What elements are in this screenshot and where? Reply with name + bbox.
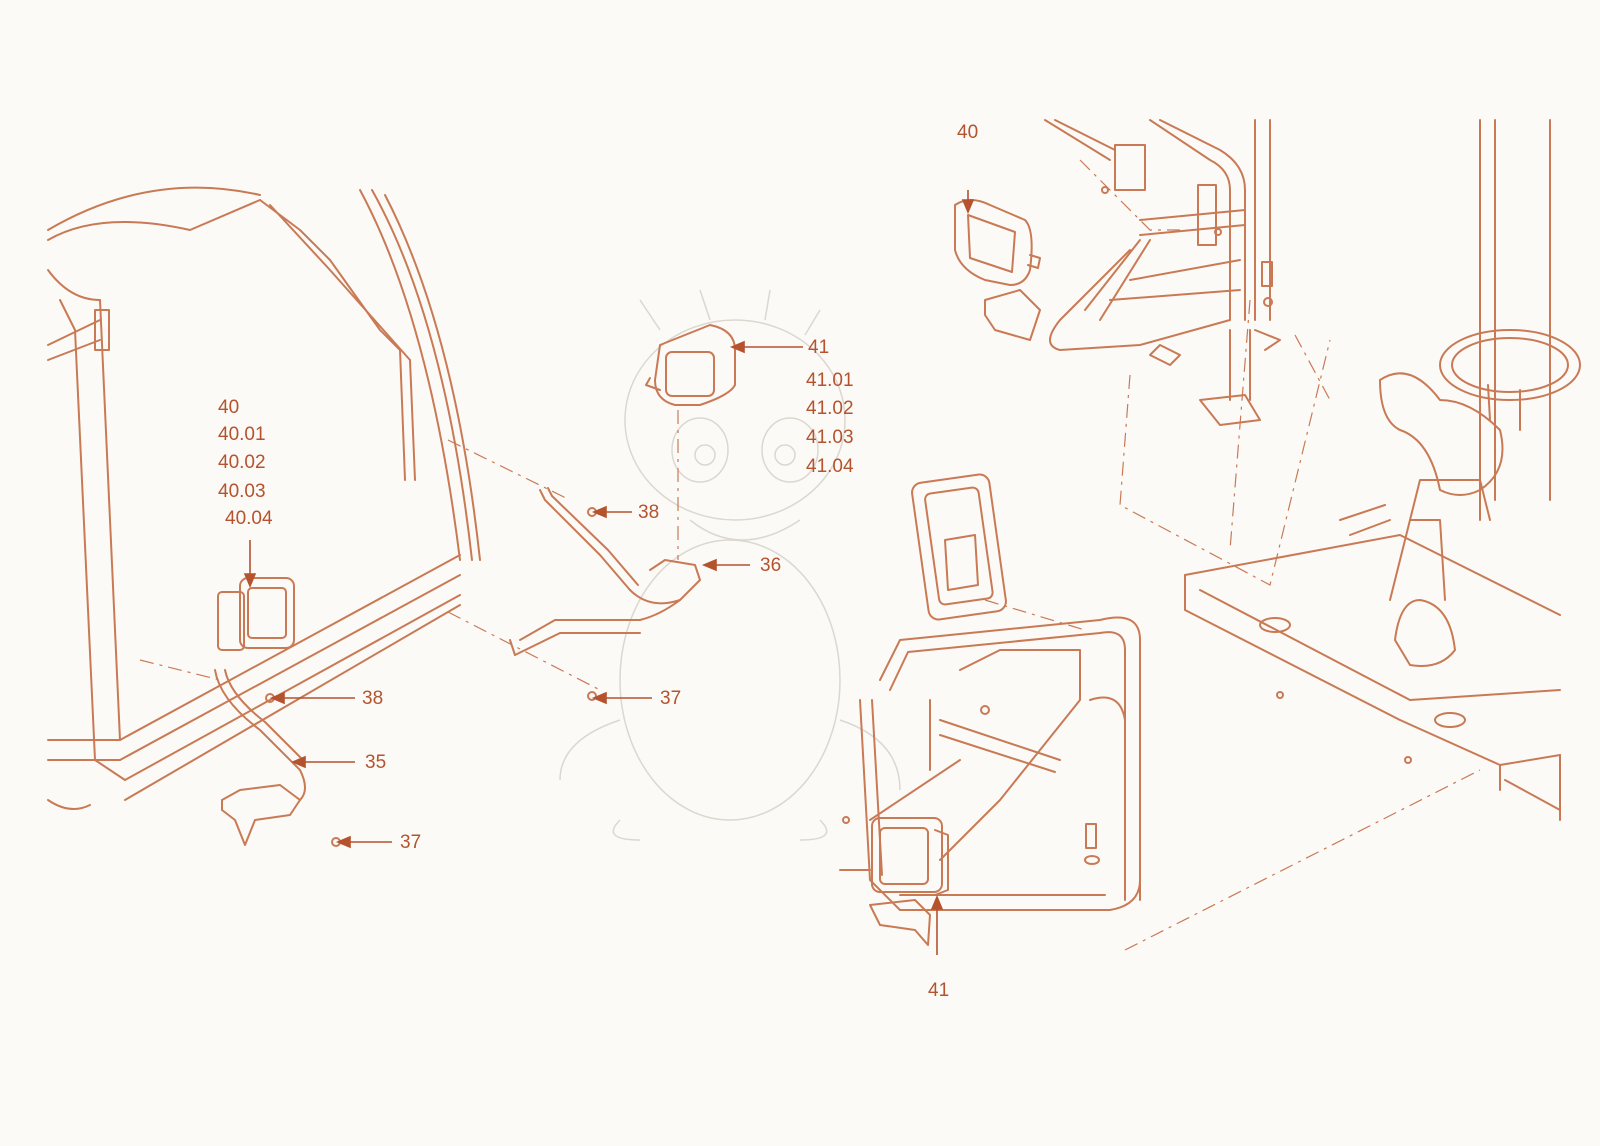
callout-37-middle: 37 xyxy=(660,688,682,709)
callout-40-right: 40 xyxy=(957,122,979,143)
callout-40: 40 xyxy=(218,397,240,418)
frame-center xyxy=(839,616,1141,911)
cab-floor-right xyxy=(1184,119,1581,821)
callout-35: 35 xyxy=(365,752,387,773)
callout-40-04: 40.04 xyxy=(225,508,273,529)
callout-40-02: 40.02 xyxy=(218,452,266,473)
callout-40-03: 40.03 xyxy=(218,481,266,502)
assembly-dashed-lines xyxy=(139,159,1481,951)
lamp-40-assembly-left xyxy=(214,577,306,846)
cab-frame-left xyxy=(47,186,481,810)
callout-41-top: 41 xyxy=(808,337,830,358)
callout-38-lower: 38 xyxy=(362,688,384,709)
lamp-41-middle xyxy=(645,324,736,406)
callout-37-lower: 37 xyxy=(400,832,422,853)
screws xyxy=(265,186,1412,865)
callout-41-03: 41.03 xyxy=(806,427,854,448)
callout-41-02: 41.02 xyxy=(806,398,854,419)
lamp-41-bottom xyxy=(869,817,949,946)
callout-41-bottom: 41 xyxy=(928,980,950,1001)
callout-36: 36 xyxy=(760,555,782,576)
callout-40-01: 40.01 xyxy=(218,424,266,445)
lamp-40-right xyxy=(954,199,1041,341)
callout-41-04: 41.04 xyxy=(806,456,854,477)
callout-41-01: 41.01 xyxy=(806,370,854,391)
frame-right-upper xyxy=(1044,119,1281,426)
bracket-36 xyxy=(509,487,701,656)
lamp-center-vertical xyxy=(911,473,1007,621)
leader-lines xyxy=(243,190,975,955)
callout-38-upper: 38 xyxy=(638,502,660,523)
